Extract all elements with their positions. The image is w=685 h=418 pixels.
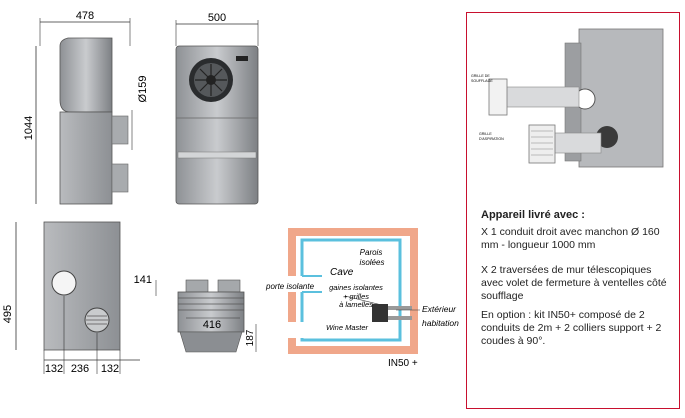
label-parois: Parois [360, 248, 383, 257]
front-view: 500 [175, 12, 259, 205]
accessories-illustration: GRILLE DE SOUFFLAGE GRILLE D'ASPIRATION [471, 28, 664, 168]
dim-back-spacing-2: 236 [71, 363, 89, 375]
top-view: 141 416 187 [134, 274, 257, 353]
accessories-panel: GRILLE DE SOUFFLAGE GRILLE D'ASPIRATION … [466, 12, 680, 409]
dim-back-spacing-3: 132 [101, 363, 119, 375]
dim-top-offset: 141 [134, 274, 152, 286]
label-gaines-3: à lamelles [339, 300, 373, 309]
side-view: 478 1044 Ø159 [23, 10, 149, 205]
label-grille-aspiration-1: GRILLE [479, 132, 492, 136]
label-gaines-2: + grilles [343, 292, 369, 301]
label-grille-aspiration-2: D'ASPIRATION [479, 137, 504, 141]
dim-side-offset: 495 [2, 305, 14, 323]
panel-item-1: X 1 conduit droit avec manchon Ø 160 mm … [481, 226, 660, 251]
label-gaines-1: gaines isolantes [329, 283, 383, 292]
label-exterieur: Extérieur [422, 304, 457, 314]
label-cave: Cave [330, 267, 354, 278]
panel-item-2: X 2 traversées de mur télescopiques avec… [481, 264, 667, 302]
panel-item-3: En option : kit IN50+ composé de 2 condu… [481, 309, 662, 347]
dim-duct-diameter: Ø159 [137, 76, 149, 103]
label-habitation: habitation [422, 318, 459, 328]
label-grille-soufflage-2: SOUFFLAGE [471, 79, 493, 83]
dim-spout-distance: 416 [203, 319, 221, 331]
dim-depth: 478 [76, 10, 94, 22]
label-grille-soufflage-1: GRILLE DE [471, 74, 490, 78]
label-model: IN50 + [388, 358, 418, 369]
technical-drawings: 478 1044 Ø159 500 495 [2, 10, 459, 375]
label-porte: porte isolante [265, 282, 315, 291]
dim-width: 500 [208, 12, 226, 24]
label-winemaster: Wine Master [326, 323, 369, 332]
dim-bottom-gap: 187 [245, 329, 256, 346]
back-view: 495 132 236 132 [2, 221, 140, 375]
dim-back-spacing-1: 132 [45, 363, 63, 375]
installation-diagram: Parois isolées Cave gaines isolantes + g… [265, 228, 459, 369]
panel-title: Appareil livré avec : [481, 209, 585, 221]
label-isolees: isolées [360, 258, 385, 267]
dim-height: 1044 [23, 116, 35, 140]
